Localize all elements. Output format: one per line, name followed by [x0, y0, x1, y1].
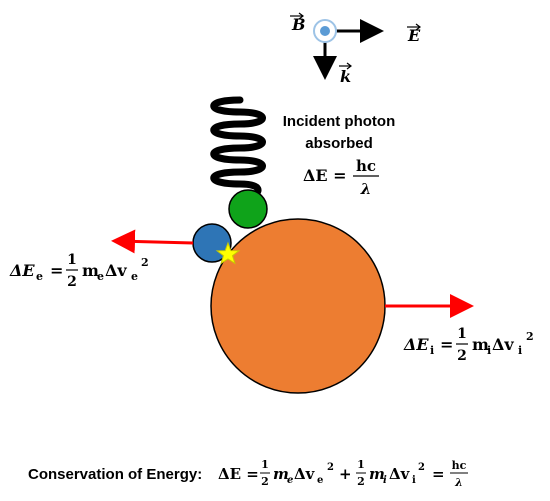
conservation-half1-num: 1 [261, 458, 269, 471]
electron-energy-m-sub: e [97, 270, 104, 283]
conservation-de: ΔE = [218, 465, 259, 483]
electron-energy-dv: Δv [105, 261, 127, 280]
b-field-label: B [291, 15, 306, 34]
e-field-label: E [407, 26, 421, 45]
b-vector-overarrow-head [298, 12, 304, 20]
electron-energy-eq: = [50, 261, 63, 280]
ion-energy-eq: = [440, 335, 453, 354]
electron-energy-frac-den: 2 [67, 274, 77, 290]
electron-energy-lhs-sub: e [36, 270, 43, 283]
conservation-plus: + [339, 465, 352, 483]
photon-particle [228, 189, 268, 229]
conservation-term2-m: m [369, 465, 385, 483]
conservation-half2-den: 2 [357, 475, 365, 488]
conservation-term2-exp: 2 [418, 462, 425, 473]
k-vector-label: k [340, 67, 351, 86]
ion-energy-lhs: ΔE [403, 335, 429, 354]
conservation-term1-exp: 2 [327, 462, 334, 473]
electron-energy-frac-num: 1 [67, 252, 77, 268]
ion-particle [210, 218, 386, 394]
conservation-frac-den: λ [454, 476, 463, 489]
conservation-half1-den: 2 [261, 475, 269, 488]
electron-velocity-arrow [111, 229, 194, 254]
b-field-dot [320, 26, 330, 36]
conservation-eq: = [432, 465, 445, 483]
electron-energy-exp: 2 [141, 256, 149, 269]
ion-energy-lhs-sub: i [430, 344, 434, 357]
conservation-term1-dv: Δv [294, 465, 316, 483]
conservation-term1-msub: e [287, 475, 293, 486]
conservation-term1-m: m [273, 465, 289, 483]
conservation-term2-msub: i [383, 475, 387, 486]
conservation-half2-num: 1 [357, 458, 365, 471]
conservation-term2-sub: i [412, 475, 416, 486]
ion-energy-dv-sub: i [518, 344, 522, 357]
k-vector-overarrow-head [346, 62, 352, 70]
ion-energy-equation: ΔE i = 1 2 m i Δv i 2 [403, 326, 534, 364]
photon-energy-numerator: hc [356, 157, 376, 175]
ion-energy-m-sub: i [487, 344, 491, 357]
photon-wave [210, 96, 266, 202]
ion-energy-frac-num: 1 [457, 326, 467, 342]
conservation-frac-num: hc [452, 459, 467, 472]
ion-energy-m: m [472, 335, 489, 354]
collision-star [215, 241, 241, 265]
photon-label-line2: absorbed [305, 135, 373, 152]
e-vector-overarrow-head [415, 23, 421, 31]
conservation-term1-sub: e [317, 475, 323, 486]
ion-energy-dv: Δv [492, 335, 514, 354]
electron-energy-m: m [82, 261, 99, 280]
ion-energy-frac-den: 2 [457, 348, 467, 364]
axes-indicator: B E k [290, 12, 421, 86]
photon-label-line1: Incident photon [283, 113, 395, 130]
electron-energy-lhs: ΔE [9, 261, 35, 280]
conservation-equation: Conservation of Energy: ΔE = 1 2 m e Δv … [28, 458, 468, 489]
electron-energy-equation: ΔE e = 1 2 m e Δv e 2 [9, 252, 149, 290]
electron-energy-dv-sub: e [131, 270, 138, 283]
conservation-term2-dv: Δv [389, 465, 411, 483]
photon-energy-denominator: λ [360, 180, 372, 198]
photon-energy-lhs: ΔE = [303, 166, 347, 185]
ion-energy-exp: 2 [526, 330, 534, 343]
conservation-label: Conservation of Energy: [28, 466, 202, 483]
